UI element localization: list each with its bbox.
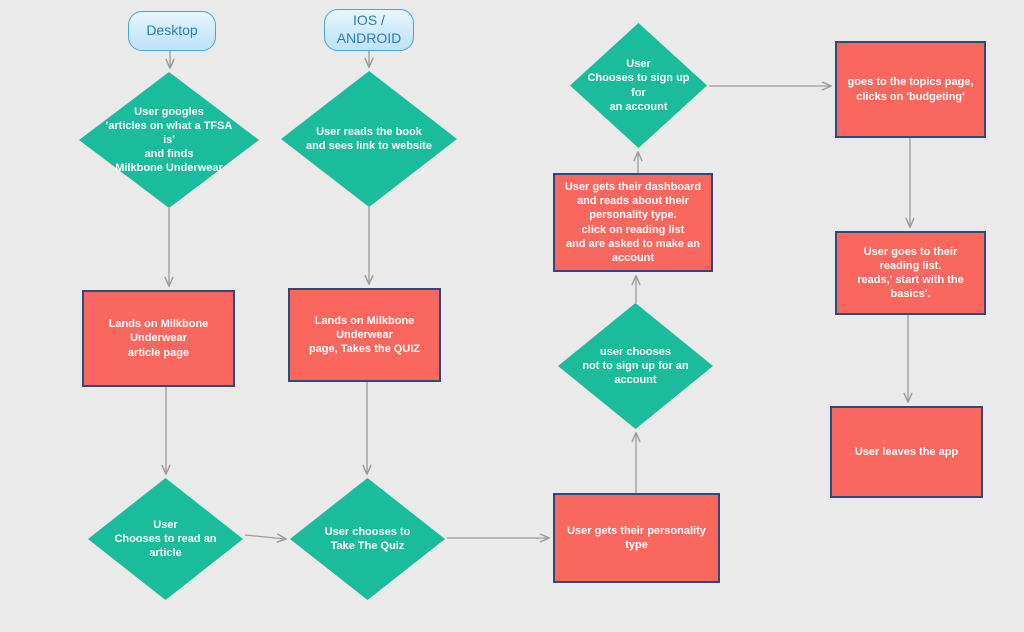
process-lands-quiz-page-label: Lands on Milkbone Underwear page, Takes … [308,314,421,356]
decision-chooses-take-quiz[interactable]: User chooses to Take The Quiz [290,478,445,600]
decision-user-googles-label: User googles 'articles on what a TFSA is… [105,105,233,175]
decision-not-sign-up-label: user chooses not to sign up for an accou… [582,345,689,387]
decision-chooses-to-read-article-label: User Chooses to read an article [114,518,217,560]
process-user-leaves-app-label: User leaves the app [854,445,959,458]
process-lands-article-page-label: Lands on Milkbone Underwear article page [108,318,209,359]
decision-user-googles[interactable]: User googles 'articles on what a TFSA is… [79,72,259,208]
edge-read-to-take-quiz [244,533,287,543]
process-user-dashboard-label: User gets their dashboard and reads abou… [564,181,702,264]
decision-chooses-to-read-article[interactable]: User Chooses to read an article [88,478,243,600]
decision-user-reads-book[interactable]: User reads the book and sees link to web… [281,71,457,207]
process-gets-personality-type-label: User gets their personality type [567,524,706,551]
decision-chooses-take-quiz-label: User chooses to Take The Quiz [324,525,411,552]
process-topics-page-budgeting-label: goes to the topics page, clicks on 'budg… [847,76,974,103]
start-ios-android-label: IOS / ANDROID [336,12,402,46]
decision-chooses-sign-up-label: User Chooses to sign up for an account [587,58,690,113]
decision-not-sign-up[interactable]: user chooses not to sign up for an accou… [558,303,713,429]
start-desktop-label: Desktop [146,22,198,39]
process-reading-list[interactable]: User goes to their reading list. reads,'… [835,231,986,315]
process-lands-article-page[interactable]: Lands on Milkbone Underwear article page [82,290,235,387]
start-ios-android[interactable]: IOS / ANDROID [324,9,414,51]
decision-chooses-sign-up[interactable]: User Chooses to sign up for an account [570,23,707,148]
process-lands-quiz-page[interactable]: Lands on Milkbone Underwear page, Takes … [288,288,441,382]
process-topics-page-budgeting[interactable]: goes to the topics page, clicks on 'budg… [835,41,986,138]
process-reading-list-label: User goes to their reading list. reads,'… [857,245,964,301]
process-gets-personality-type[interactable]: User gets their personality type [553,493,720,583]
start-desktop[interactable]: Desktop [128,11,216,51]
process-user-leaves-app[interactable]: User leaves the app [830,406,983,498]
decision-user-reads-book-label: User reads the book and sees link to web… [306,125,432,152]
process-user-dashboard[interactable]: User gets their dashboard and reads abou… [553,173,713,272]
